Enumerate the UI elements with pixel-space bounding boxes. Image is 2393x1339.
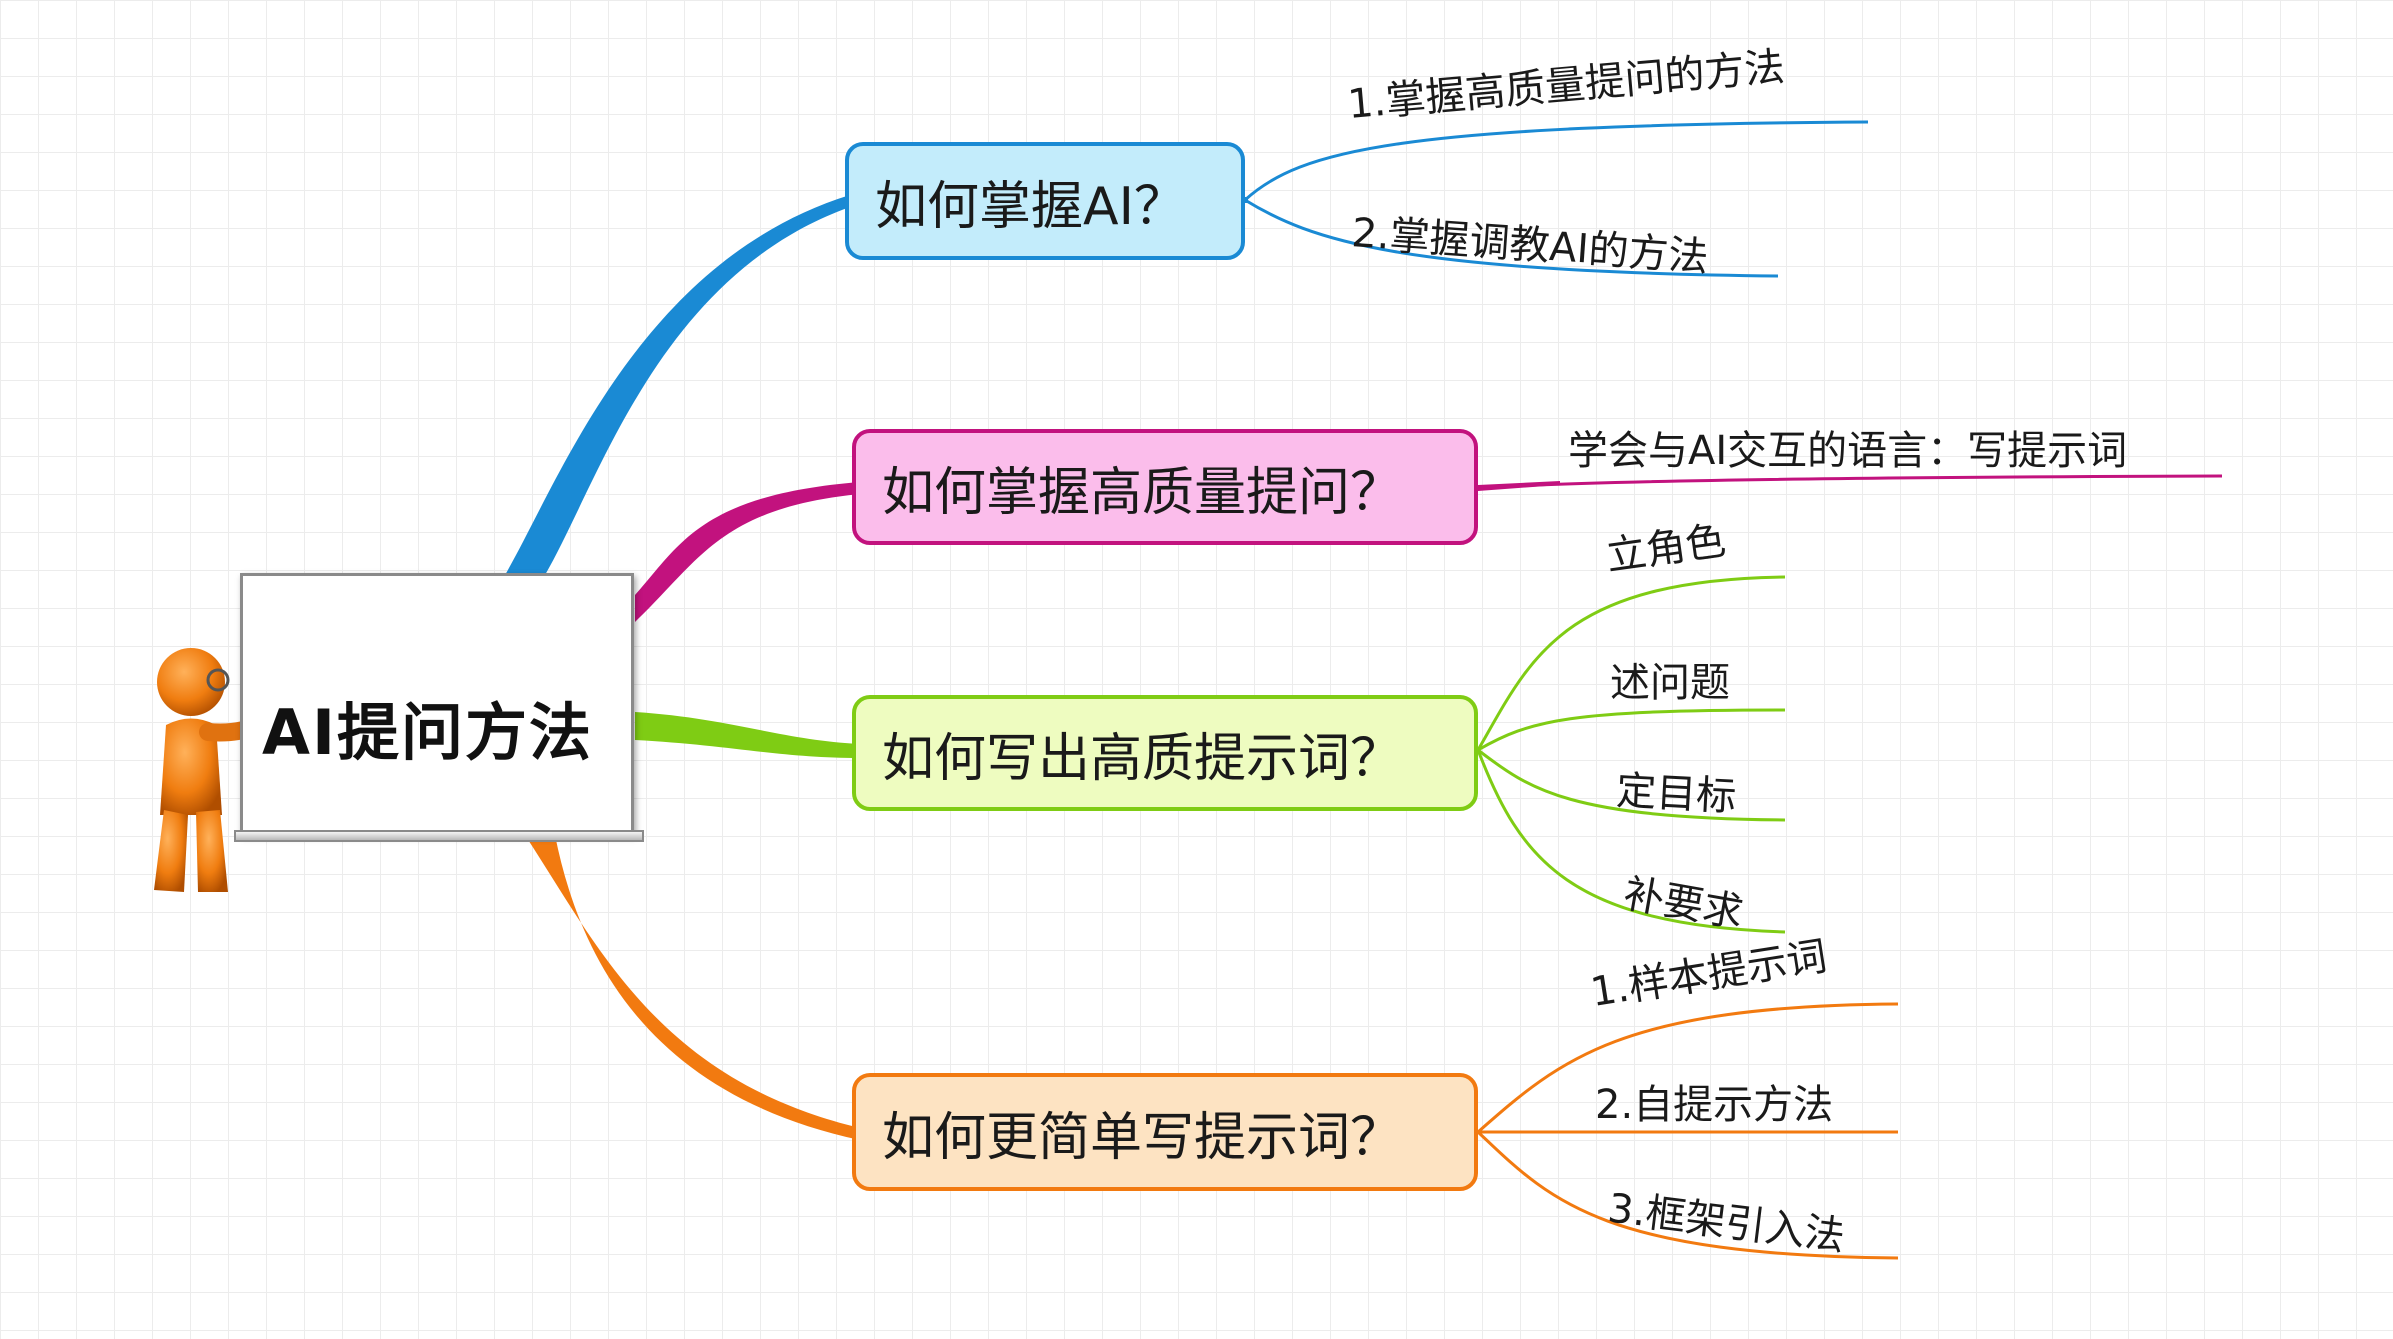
leaf-connector-2-2 (1477, 748, 1786, 822)
leaf-connector-2-1 (1477, 708, 1786, 752)
whiteboard-tray (234, 830, 644, 842)
branch-node-1[interactable]: 如何掌握高质量提问？ (852, 429, 1478, 545)
leaf-2-2[interactable]: 定目标 (1615, 768, 1738, 821)
leaf-3-1[interactable]: 2.自提示方法 (1595, 1082, 1834, 1128)
leaf-1-0[interactable]: 学会与AI交互的语言：写提示词 (1568, 428, 2128, 474)
central-whiteboard (240, 573, 634, 835)
leaf-connector-0-0 (1243, 120, 1869, 202)
leaf-0-1[interactable]: 2.掌握调教AI的方法 (1350, 210, 1710, 281)
branch-tail-1 (1478, 481, 1560, 491)
leaf-connector-3-2 (1476, 1130, 1899, 1260)
branch-node-2[interactable]: 如何写出高质提示词？ (852, 695, 1478, 811)
branch-node-3[interactable]: 如何更简单写提示词？ (852, 1073, 1478, 1191)
leaf-2-1[interactable]: 述问题 (1610, 660, 1730, 706)
leaf-3-2[interactable]: 3.框架引入法 (1605, 1185, 1848, 1261)
central-topic[interactable]: AI提问方法 (262, 696, 594, 769)
branch-connector-0 (505, 195, 850, 575)
branch-node-0[interactable]: 如何掌握AI？ (845, 142, 1245, 260)
leaf-2-3[interactable]: 补要求 (1620, 870, 1747, 937)
branch-connector-1 (635, 482, 860, 622)
branch-label-3: 如何更简单写提示词？ (882, 1107, 1403, 1168)
leaf-connector-3-0 (1477, 1002, 1899, 1134)
branch-label-0: 如何掌握AI？ (875, 176, 1186, 237)
leaf-0-0[interactable]: 1.掌握高质量提问的方法 (1345, 43, 1787, 129)
leaf-connector-2-3 (1476, 749, 1786, 934)
leaf-2-0[interactable]: 立角色 (1603, 517, 1729, 581)
leaf-3-0[interactable]: 1.样本提示词 (1587, 933, 1830, 1017)
branch-connector-3 (525, 835, 860, 1140)
branch-label-1: 如何掌握高质量提问？ (882, 462, 1403, 523)
branch-label-2: 如何写出高质提示词？ (882, 728, 1403, 789)
branch-connector-2 (635, 712, 860, 758)
leaf-connector-0-1 (1244, 198, 1779, 278)
leaf-connector-2-0 (1476, 575, 1786, 751)
